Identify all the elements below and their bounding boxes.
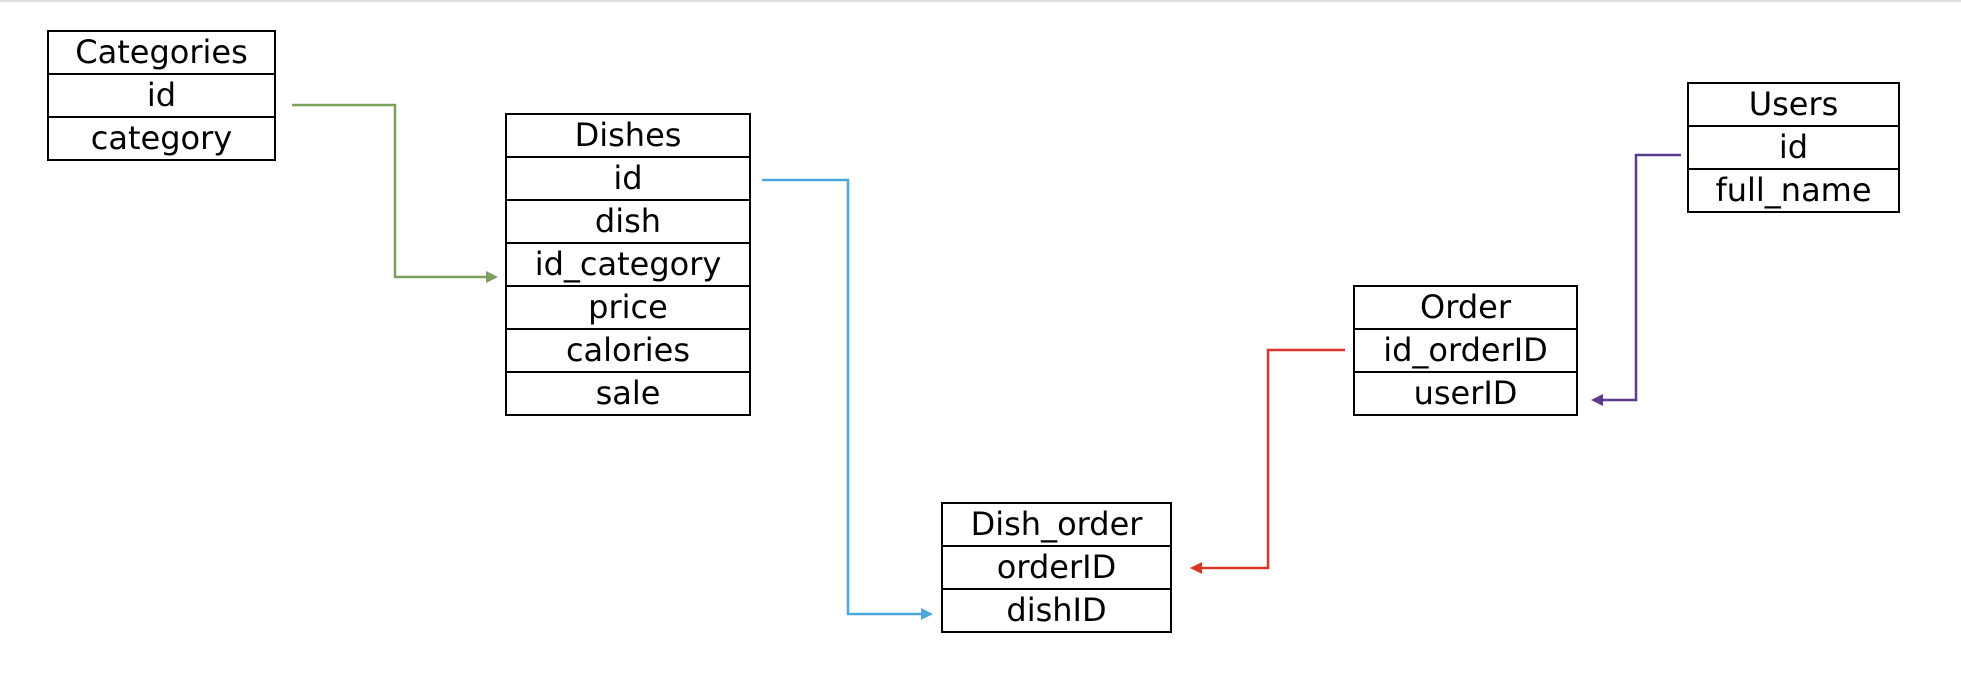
field-category: category — [47, 116, 276, 161]
field-id-category: id_category — [505, 242, 751, 287]
field-id: id — [505, 156, 751, 201]
table-title: Categories — [47, 30, 276, 75]
table-users[interactable]: Users id full_name — [1687, 82, 1900, 213]
field-id-orderid: id_orderID — [1353, 328, 1578, 373]
table-dishes[interactable]: Dishes id dish id_category price calorie… — [505, 113, 751, 416]
field-userid: userID — [1353, 371, 1578, 416]
link-order-to-dish-order — [1190, 348, 1345, 574]
field-orderid: orderID — [941, 545, 1172, 590]
table-title: Dishes — [505, 113, 751, 158]
field-full-name: full_name — [1687, 168, 1900, 213]
table-order[interactable]: Order id_orderID userID — [1353, 285, 1578, 416]
field-calories: calories — [505, 328, 751, 373]
field-price: price — [505, 285, 751, 330]
table-dish-order[interactable]: Dish_order orderID dishID — [941, 502, 1172, 633]
table-title: Users — [1687, 82, 1900, 127]
field-id: id — [1687, 125, 1900, 170]
table-categories[interactable]: Categories id category — [47, 30, 276, 161]
field-dishid: dishID — [941, 588, 1172, 633]
table-title: Order — [1353, 285, 1578, 330]
field-id: id — [47, 73, 276, 118]
link-categories-to-dishes — [292, 103, 498, 283]
link-users-to-order — [1591, 153, 1681, 406]
field-dish: dish — [505, 199, 751, 244]
field-sale: sale — [505, 371, 751, 416]
link-dishes-to-dish-order — [762, 178, 933, 620]
table-title: Dish_order — [941, 502, 1172, 547]
top-border — [0, 0, 1961, 2]
